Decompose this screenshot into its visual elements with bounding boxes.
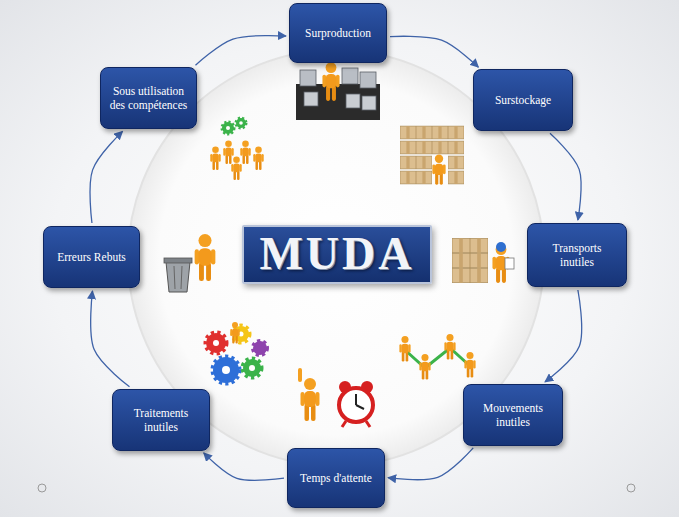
title-box: MUDA [242, 225, 432, 284]
box-label: Sous utilisation des compétences [109, 84, 188, 113]
corner-ring [627, 484, 635, 492]
waste-box: Surproduction [289, 3, 387, 63]
title-text: MUDA [259, 229, 414, 280]
cycle-arrow [204, 453, 284, 480]
cycle-arrow [195, 36, 286, 66]
box-label: Erreurs Rebuts [57, 250, 126, 264]
transport-picture [452, 238, 514, 283]
waste-box: Mouvements inutiles [463, 384, 563, 446]
cycle-arrow [388, 448, 473, 480]
waste-box: Sous utilisation des compétences [100, 67, 197, 129]
scrap-picture [164, 234, 215, 292]
waste-box: Traitements inutiles [112, 389, 210, 451]
waste-box: Erreurs Rebuts [43, 226, 140, 288]
motion-picture [399, 334, 475, 379]
waiting-picture [298, 368, 373, 427]
cycle-arrow [91, 291, 130, 387]
cycle-arrow [90, 131, 123, 223]
waste-box: Temps d'attente [287, 448, 385, 508]
box-label: Surstockage [495, 93, 551, 107]
overstock-picture [400, 126, 464, 185]
overproduction-picture [296, 62, 380, 120]
box-label: Surproduction [305, 26, 371, 40]
skills-picture [210, 118, 263, 180]
box-label: Mouvements inutiles [472, 401, 554, 430]
cycle-arrow [550, 133, 581, 220]
box-label: Traitements inutiles [121, 406, 201, 435]
corner-ring [38, 484, 46, 492]
process-picture [206, 322, 267, 383]
waste-box: Surstockage [473, 69, 573, 131]
cycle-arrow [390, 36, 478, 67]
waste-box: Transports inutiles [527, 223, 627, 287]
box-label: Transports inutiles [536, 241, 618, 270]
cycle-arrow [545, 290, 582, 382]
box-label: Temps d'attente [300, 471, 372, 485]
